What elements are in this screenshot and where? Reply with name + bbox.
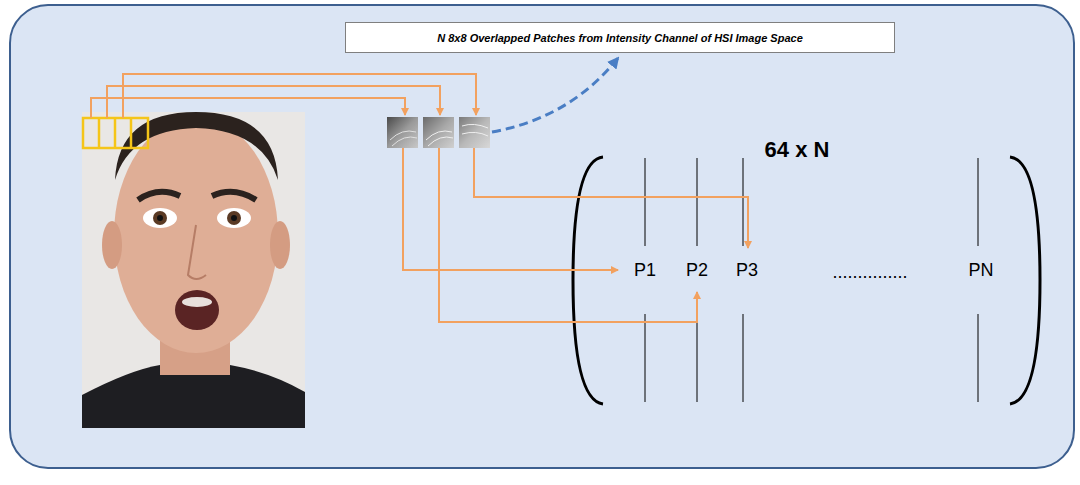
patches (387, 117, 490, 148)
column-label: PN (965, 259, 996, 281)
panel (10, 5, 1074, 468)
column-label: P1 (631, 259, 659, 281)
description-text: N 8x8 Overlapped Patches from Intensity … (437, 32, 803, 44)
description-box: N 8x8 Overlapped Patches from Intensity … (345, 22, 895, 53)
matrix-size: 64 x N (765, 139, 830, 161)
column-label: P2 (683, 259, 711, 281)
leader-lines (403, 148, 748, 322)
leader-lines (91, 74, 476, 118)
column-label: P3 (733, 259, 761, 281)
ellipsis: ............... (829, 261, 910, 283)
dashed-arrow (492, 58, 618, 132)
face-photo (82, 112, 305, 428)
matrix (573, 157, 1040, 404)
